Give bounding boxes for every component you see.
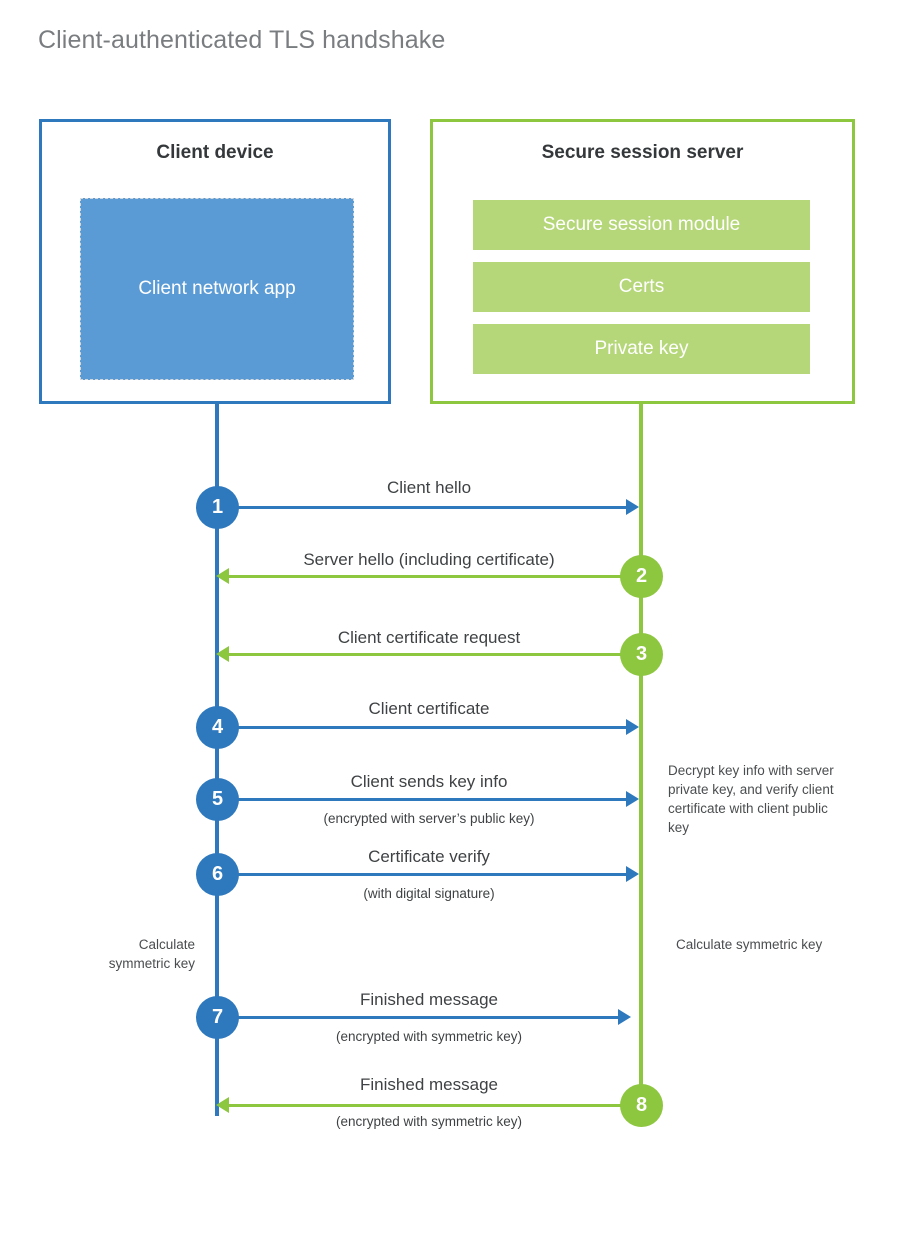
step-marker-2[interactable]: 2 (620, 555, 663, 598)
step-5-arrow-line (217, 798, 629, 801)
step-6-arrow-head-icon (626, 866, 639, 882)
step-4-arrow-head-icon (626, 719, 639, 735)
step-5-label: Client sends key info (350, 772, 508, 791)
secure-session-server-title: Secure session server (541, 142, 744, 163)
step-7-arrow-head-icon (618, 1009, 631, 1025)
server-block-certs: Certs (473, 262, 810, 312)
secure-session-server-box: Secure session server Secure session mod… (430, 119, 855, 404)
step-8-arrow-line (228, 1104, 641, 1107)
step-7-label: Finished message (360, 990, 498, 1009)
step-1-label: Client hello (386, 478, 472, 497)
note-server-calculate-symmetric-key: Calculate symmetric key (676, 937, 823, 952)
step-4-label: Client certificate (368, 699, 490, 718)
step-2-arrow-head-icon (216, 568, 229, 584)
client-lifeline (215, 404, 219, 1116)
client-network-app-block: Client network app (80, 198, 354, 380)
client-device-box: Client device Client network app (39, 119, 391, 404)
note-server-decrypt: Decrypt key info with server private key… (668, 763, 834, 836)
step-8-sublabel: (encrypted with symmetric key) (335, 1114, 523, 1129)
step-marker-7[interactable]: 7 (196, 996, 239, 1039)
step-1-arrow-line (217, 506, 629, 509)
step-1-arrow-head-icon (626, 499, 639, 515)
step-3-arrow-line (228, 653, 641, 656)
step-4-arrow-line (217, 726, 629, 729)
step-marker-3[interactable]: 3 (620, 633, 663, 676)
step-7-sublabel: (encrypted with symmetric key) (335, 1029, 523, 1044)
step-6-label: Certificate verify (368, 847, 490, 866)
step-3-arrow-head-icon (216, 646, 229, 662)
step-2-arrow-line (228, 575, 641, 578)
server-lifeline (639, 404, 643, 1106)
step-3-label: Client certificate request (337, 628, 521, 647)
step-marker-5[interactable]: 5 (196, 778, 239, 821)
page-title: Client-authenticated TLS handshake (38, 26, 446, 54)
step-5-arrow-head-icon (626, 791, 639, 807)
note-client-calculate-symmetric-key: Calculate symmetric key (108, 937, 195, 972)
step-marker-6[interactable]: 6 (196, 853, 239, 896)
client-device-title: Client device (156, 142, 274, 163)
step-2-label: Server hello (including certificate) (303, 550, 555, 569)
step-7-arrow-line (217, 1016, 621, 1019)
server-block-private-key: Private key (473, 324, 810, 374)
step-marker-8[interactable]: 8 (620, 1084, 663, 1127)
step-marker-4[interactable]: 4 (196, 706, 239, 749)
step-8-arrow-head-icon (216, 1097, 229, 1113)
step-6-arrow-line (217, 873, 629, 876)
step-marker-1[interactable]: 1 (196, 486, 239, 529)
server-block-secure-session-module: Secure session module (473, 200, 810, 250)
step-5-sublabel: (encrypted with server’s public key) (323, 811, 535, 826)
step-6-sublabel: (with digital signature) (363, 886, 495, 901)
step-8-label: Finished message (360, 1075, 498, 1094)
